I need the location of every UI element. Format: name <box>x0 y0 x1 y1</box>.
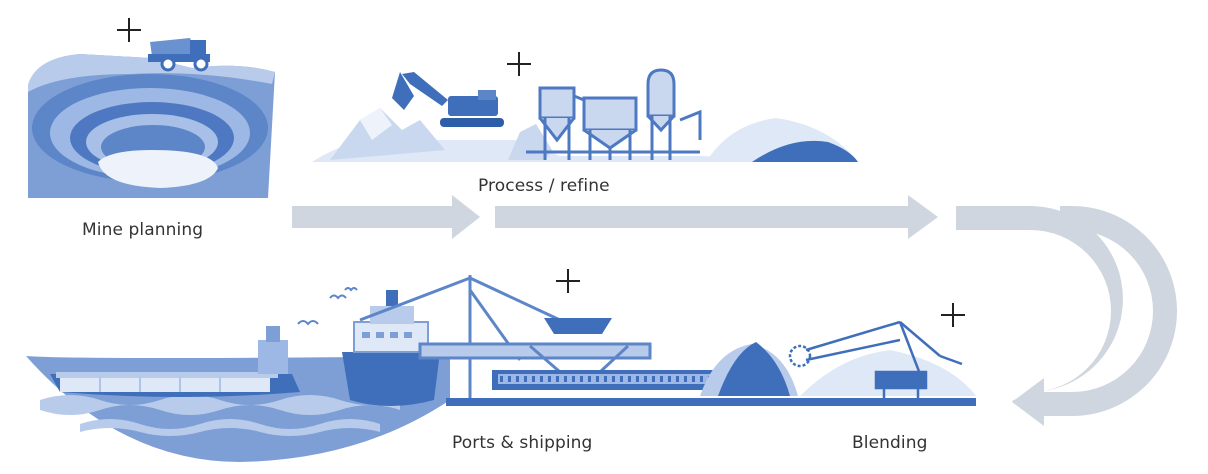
bulk-carrier-icon <box>50 326 300 397</box>
stockpile-icon <box>706 118 858 162</box>
crosshair-icon-process-refine[interactable] <box>505 50 533 78</box>
crosshair-icon-mine-planning[interactable] <box>115 16 143 44</box>
stacker-reclaimer-icon <box>788 320 963 398</box>
arrow-return-curve <box>956 206 1123 416</box>
crosshair-icon-blending[interactable] <box>939 301 967 329</box>
arrow-mine-to-process <box>292 195 480 239</box>
bird-icon <box>297 287 358 326</box>
stage-label-process-refine: Process / refine <box>478 176 610 196</box>
arrow-return-shaft <box>1040 206 1177 416</box>
arrow-return-head <box>1012 378 1044 426</box>
crane-icon <box>359 275 652 400</box>
haul-truck-icon <box>148 38 210 72</box>
crosshair-icon-ports-shipping[interactable] <box>554 267 582 295</box>
mine-pit-illustration <box>28 54 275 198</box>
excavator-icon <box>392 72 504 127</box>
ship-icon <box>342 290 440 406</box>
arrow-process-to-blending <box>495 195 938 239</box>
process-plant-illustration <box>312 108 860 162</box>
flow-arrows <box>292 195 1123 416</box>
stage-label-ports-shipping: Ports & shipping <box>452 433 593 453</box>
stage-label-mine-planning: Mine planning <box>82 220 204 240</box>
conveyor-icon <box>446 370 976 406</box>
silo-icon <box>526 68 702 160</box>
stage-label-blending: Blending <box>852 433 928 453</box>
